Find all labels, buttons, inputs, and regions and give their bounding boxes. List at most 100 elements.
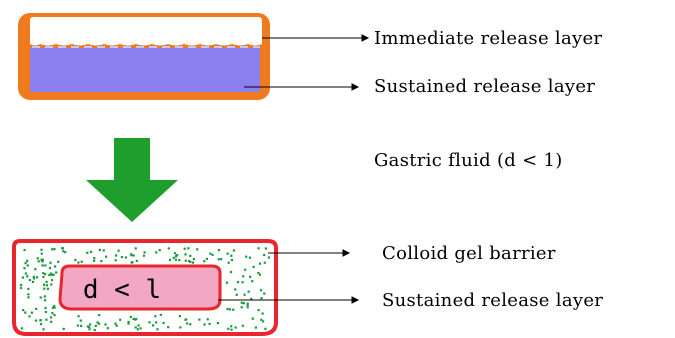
gel-dot (264, 262, 266, 264)
immediate-release-layer (30, 17, 262, 46)
gel-dot (27, 296, 29, 298)
gel-dot (203, 323, 205, 325)
gel-dot (105, 256, 107, 258)
gel-dot (236, 294, 238, 296)
gel-dot (229, 308, 231, 310)
label-colloid-gel: Colloid gel barrier (382, 243, 556, 264)
gel-dot (40, 323, 42, 325)
gel-dot (160, 314, 162, 316)
gel-dot (26, 260, 28, 262)
gel-dot (227, 253, 229, 255)
gel-dot (226, 282, 228, 284)
label-immediate-release: Immediate release layer (374, 28, 602, 49)
gel-dot (249, 257, 251, 259)
gel-dot (217, 322, 219, 324)
gel-dot (260, 297, 262, 299)
gel-dot (140, 327, 142, 329)
gel-dot (189, 255, 191, 257)
gel-dot (80, 325, 82, 327)
gel-dot (23, 267, 25, 269)
gel-dot (249, 276, 251, 278)
gel-dot (115, 259, 117, 261)
gel-dot (51, 248, 53, 250)
gel-dot (93, 257, 95, 259)
label-sustained-release-bottom: Sustained release layer (382, 290, 603, 311)
gel-dot (25, 262, 27, 264)
gel-dot (263, 254, 265, 256)
gel-dot (189, 323, 191, 325)
gel-dot (44, 295, 46, 297)
gel-dot (244, 269, 246, 271)
gel-dot (244, 294, 246, 296)
gel-dot (49, 267, 51, 269)
gel-dot (255, 327, 257, 329)
label-sustained-release-top: Sustained release layer (374, 76, 595, 97)
gel-dot (243, 302, 245, 304)
gel-dot (192, 262, 194, 264)
gel-dot (34, 268, 36, 270)
gel-dot (46, 281, 48, 283)
gel-dot (51, 279, 53, 281)
gel-dot (209, 323, 211, 325)
gel-dot (98, 323, 100, 325)
gel-dot (133, 254, 135, 256)
gel-dot (154, 315, 156, 317)
gel-dot (218, 258, 220, 260)
gel-dot (252, 318, 254, 320)
gel-dot (167, 326, 169, 328)
gel-dot (42, 272, 44, 274)
gel-dot (174, 252, 176, 254)
gel-dot (148, 321, 150, 323)
gel-dot (28, 315, 30, 317)
gel-dot (42, 328, 44, 330)
gel-dot (121, 256, 123, 258)
gel-dot (173, 257, 175, 259)
gel-dot (242, 275, 244, 277)
gel-dot (130, 254, 132, 256)
gel-dot (94, 329, 96, 331)
gel-dot (187, 247, 189, 249)
gel-dot (51, 312, 53, 314)
gel-dot (198, 319, 200, 321)
gel-dot (33, 276, 35, 278)
gel-dot (268, 256, 270, 258)
gel-dot (22, 309, 24, 311)
gel-dot (118, 250, 120, 252)
gel-dot (47, 288, 49, 290)
gel-dot (136, 260, 138, 262)
gel-dot (95, 325, 97, 327)
gel-dot (258, 247, 260, 249)
gel-dot (241, 302, 243, 304)
gel-dot (103, 249, 105, 251)
gel-dot (115, 254, 117, 256)
gel-dot (152, 324, 154, 326)
gel-dot (203, 260, 205, 262)
gel-dot (90, 251, 92, 253)
gel-dot (125, 256, 127, 258)
gel-dot (53, 274, 55, 276)
gel-dot (50, 273, 52, 275)
gel-dot (155, 321, 157, 323)
pointer-core-head (352, 297, 358, 303)
gel-dot (38, 260, 40, 262)
gel-dot (98, 314, 100, 316)
gel-dot (260, 289, 262, 291)
gel-dot (184, 253, 186, 255)
gel-dot (27, 293, 29, 295)
gel-dot (237, 281, 239, 283)
gel-dot (21, 327, 23, 329)
gel-dot (93, 260, 95, 262)
gel-dot (143, 255, 145, 257)
gel-dot (251, 280, 253, 282)
gel-dot (35, 308, 37, 310)
gel-dot (88, 328, 90, 330)
gel-dot (24, 312, 26, 314)
gel-dot (53, 305, 55, 307)
gel-dot (42, 264, 44, 266)
gel-dot (29, 279, 31, 281)
gel-dot (209, 253, 211, 255)
gel-dot (169, 259, 171, 261)
gel-dot (88, 326, 90, 328)
gel-dot (135, 326, 137, 328)
gel-dot (189, 261, 191, 263)
